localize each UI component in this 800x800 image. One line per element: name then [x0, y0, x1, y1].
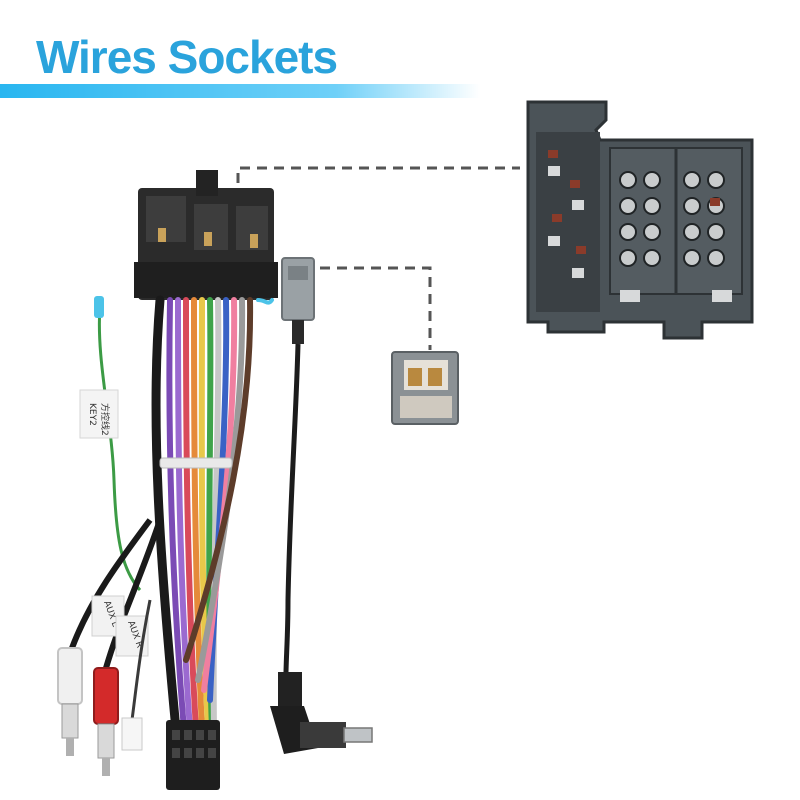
- aux-tags: AUX L AUX R: [91, 595, 149, 657]
- key-tag-sublabel: 方控线2: [99, 403, 111, 436]
- key-wire: KEY2 方控线2: [79, 296, 142, 592]
- title-underline-bar: [0, 84, 480, 98]
- page-title: Wires Sockets: [36, 31, 338, 83]
- cable-tie: [159, 457, 233, 469]
- wire-bundle: [151, 295, 274, 735]
- iso-socket-closeup: [526, 100, 754, 340]
- rca-red-plug: [93, 667, 119, 776]
- iso-harness-plug: [134, 170, 278, 300]
- guide-lines: [236, 166, 520, 350]
- rca-white-plug: [57, 647, 83, 756]
- rca-leads: [69, 518, 163, 669]
- antenna-socket-closeup: [391, 351, 459, 425]
- antenna-plug: [281, 257, 315, 713]
- small-white-connector: [121, 599, 152, 751]
- key-tag-label: KEY2: [87, 403, 97, 426]
- din-antenna-adapter: [270, 672, 373, 754]
- bottom-multipin-connector: [166, 720, 220, 790]
